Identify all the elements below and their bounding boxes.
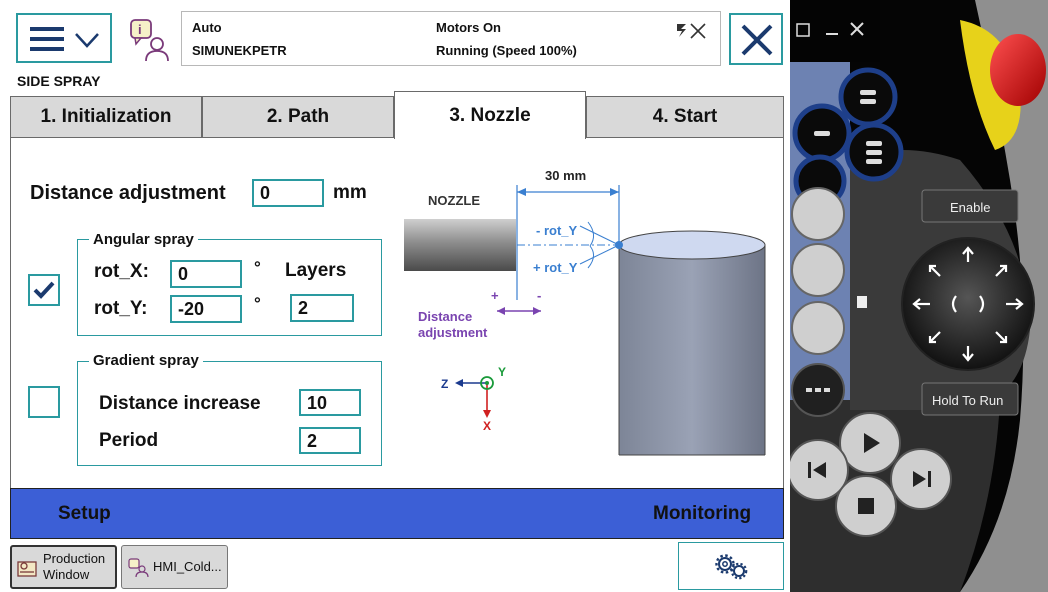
emergency-stop-button[interactable]	[990, 34, 1046, 106]
rot-x-degree: °	[254, 258, 261, 277]
skip-back-icon	[808, 462, 826, 478]
layers-input[interactable]: 2	[290, 294, 354, 322]
pendant-body: Enable Hold To Run	[790, 0, 1048, 592]
tab-nozzle[interactable]: 3. Nozzle	[394, 91, 586, 139]
play-icon	[864, 433, 880, 453]
gradient-spray-title: Gradient spray	[89, 352, 203, 369]
minus-sign: -	[537, 288, 541, 303]
motion-mode-key[interactable]	[791, 243, 845, 297]
plus-sign: +	[491, 288, 499, 303]
axis-x-label: X	[483, 419, 491, 433]
flexpendant-hardware: Enable Hold To Run	[790, 0, 1048, 592]
period-input[interactable]: 2	[299, 427, 361, 454]
rot-y-label: rot_Y:	[94, 298, 148, 319]
restore-window-button[interactable]	[796, 23, 810, 37]
close-window-button[interactable]	[850, 22, 864, 36]
production-window-label-2: Window	[43, 567, 90, 582]
gradient-spray-checkbox[interactable]	[28, 386, 60, 418]
production-window-button[interactable]: Production Window	[10, 545, 117, 589]
axis-z-label: Z	[441, 377, 448, 391]
layers-label: Layers	[285, 260, 347, 281]
hmi-task-label: HMI_Cold...	[153, 559, 222, 574]
skip-forward-icon	[913, 471, 931, 487]
plus-rot-y-label: + rot_Y	[533, 260, 578, 275]
hold-to-run-button[interactable]	[921, 382, 1019, 416]
tab-initialization[interactable]: 1. Initialization	[10, 96, 202, 138]
stop-icon	[858, 498, 874, 514]
app-title: SIDE SPRAY	[17, 73, 101, 89]
monitoring-button[interactable]: Monitoring	[653, 503, 752, 524]
navigation-bar	[10, 488, 784, 539]
nozzle-label: NOZZLE	[428, 193, 480, 208]
rot-x-input[interactable]: 0	[170, 260, 242, 288]
running-state: Running (Speed 100%)	[436, 43, 577, 58]
hmi-app-icon	[128, 558, 149, 578]
mechanical-unit-key[interactable]	[791, 187, 845, 241]
distance-adjustment-label: Distance adjustment	[30, 182, 226, 204]
dimension-label: 30 mm	[545, 168, 586, 183]
distance-adjustment-caption-1: Distance	[418, 309, 472, 324]
workpiece-top	[618, 230, 766, 260]
settings-gears-icon	[715, 554, 748, 580]
tab-start[interactable]: 4. Start	[586, 96, 784, 138]
rot-y-input[interactable]: -20	[170, 295, 242, 323]
production-window-label-1: Production	[43, 551, 106, 566]
axis-y-label: Y	[498, 365, 506, 379]
flexpendant-screen: i Auto SIMUNEKPETR Motors On Running (Sp…	[0, 11, 790, 592]
tab-label: 2. Path	[266, 106, 330, 127]
chevron-down-icon	[75, 33, 99, 48]
content-panel	[10, 138, 784, 488]
status-panel[interactable]: Auto SIMUNEKPETR Motors On Running (Spee…	[181, 11, 721, 66]
close-icon	[741, 24, 773, 56]
menu-icon	[30, 27, 64, 51]
spray-point	[615, 241, 623, 249]
hold-to-run-label: Hold To Run	[932, 393, 1003, 408]
distance-adjustment-input[interactable]: 0	[252, 179, 324, 207]
setup-button[interactable]: Setup	[58, 503, 111, 524]
distance-increase-label: Distance increase	[99, 393, 261, 414]
nozzle-diagram: 30 mm - rot_Y + rot_Y NOZZLE + - Distanc…	[404, 168, 766, 456]
enable-button[interactable]	[921, 189, 1019, 223]
checkmark-icon	[33, 281, 55, 299]
signal-icon	[677, 23, 706, 39]
enable-label: Enable	[950, 200, 990, 215]
tab-label: 4. Start	[652, 106, 718, 127]
angular-spray-checkbox[interactable]	[28, 274, 60, 306]
rot-x-label: rot_X:	[94, 261, 149, 282]
operating-mode: Auto	[192, 20, 222, 35]
svg-text:i: i	[138, 22, 142, 37]
minus-rot-y-label: - rot_Y	[536, 223, 578, 238]
gradient-spray-group	[77, 361, 382, 466]
nozzle-pipe	[404, 219, 516, 271]
programmable-key-1[interactable]	[838, 67, 898, 127]
taskbar	[0, 540, 790, 592]
hmi-user-icon[interactable]: i	[127, 17, 173, 63]
tab-path[interactable]: 2. Path	[202, 96, 394, 138]
distance-unit: mm	[333, 182, 367, 203]
angular-spray-title: Angular spray	[89, 231, 198, 248]
production-window-icon	[17, 561, 37, 577]
rot-y-degree: °	[254, 294, 261, 313]
distance-increase-input[interactable]: 10	[299, 389, 361, 416]
motors-state: Motors On	[436, 20, 501, 35]
hmi-task-button[interactable]: HMI_Cold...	[121, 545, 228, 589]
tab-label: 1. Initialization	[40, 106, 172, 127]
controller-name: SIMUNEKPETR	[192, 43, 287, 58]
distance-adjustment-caption-2: adjustment	[418, 325, 488, 340]
increment-key[interactable]	[791, 301, 845, 355]
period-label: Period	[99, 430, 159, 451]
settings-button[interactable]	[678, 542, 784, 590]
main-menu-button[interactable]	[16, 13, 112, 63]
tab-label: 3. Nozzle	[449, 104, 531, 126]
angular-spray-group	[77, 239, 382, 336]
workpiece-cylinder	[619, 245, 765, 455]
close-button[interactable]	[729, 13, 783, 65]
